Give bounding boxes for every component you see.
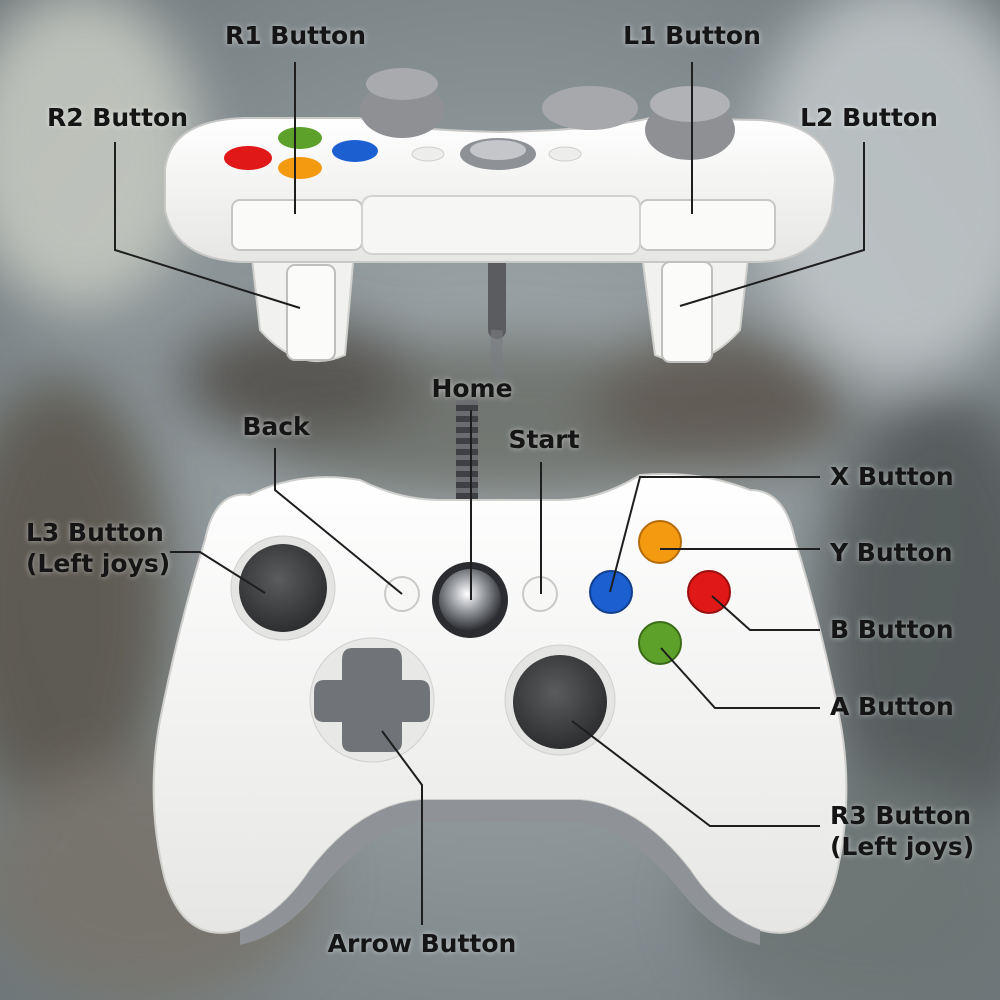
r2-trigger[interactable] [286, 264, 336, 361]
leader-x [609, 476, 820, 593]
label-start: Start [508, 425, 580, 454]
label-l3-line1: L3 Button [26, 518, 164, 547]
label-home: Home [431, 374, 513, 403]
label-l3-line2: (Left joys) [26, 549, 171, 578]
arrow-dpad[interactable] [314, 648, 430, 752]
label-l3-button: L3 Button (Left joys) [26, 517, 170, 579]
leader-l3 [170, 551, 266, 594]
label-y-button: Y Button [830, 538, 953, 567]
controller-front-view [152, 400, 848, 945]
label-l2-button: L2 Button [800, 103, 938, 132]
a-button[interactable] [638, 621, 682, 665]
button-a-top [278, 127, 322, 149]
label-r3-line2: (Left joys) [830, 832, 975, 861]
label-r3-button: R3 Button (Left joys) [830, 800, 974, 862]
label-a-button: A Button [830, 692, 954, 721]
l3-left-stick[interactable] [239, 544, 327, 632]
label-x-button: X Button [830, 462, 954, 491]
grip-trim [240, 800, 760, 945]
label-r3-line1: R3 Button [830, 801, 972, 830]
y-button[interactable] [638, 520, 682, 564]
leader-lines [114, 62, 865, 925]
button-x-top [332, 140, 378, 162]
leader-a [660, 647, 820, 709]
dpad-top [542, 86, 638, 130]
center-bumper-gap [361, 195, 641, 255]
label-arrow-button: Arrow Button [327, 929, 517, 958]
button-b-top [224, 146, 272, 170]
label-r2-button: R2 Button [46, 103, 189, 132]
label-r1-button: R1 Button [224, 21, 367, 50]
leader-l2 [679, 142, 865, 307]
leader-back [274, 448, 403, 595]
l1-bumper[interactable] [639, 199, 776, 251]
leader-arrow [381, 730, 423, 925]
label-b-button: B Button [830, 615, 954, 644]
r3-right-stick[interactable] [513, 655, 607, 749]
leader-r3 [571, 720, 820, 827]
l2-trigger[interactable] [661, 261, 713, 363]
leader-r2 [114, 142, 301, 309]
label-l1-button: L1 Button [623, 21, 761, 50]
leader-b [711, 595, 820, 631]
label-back: Back [242, 412, 310, 441]
r1-bumper[interactable] [231, 199, 363, 251]
button-y-top [278, 157, 322, 179]
controller-top-view [164, 68, 837, 382]
